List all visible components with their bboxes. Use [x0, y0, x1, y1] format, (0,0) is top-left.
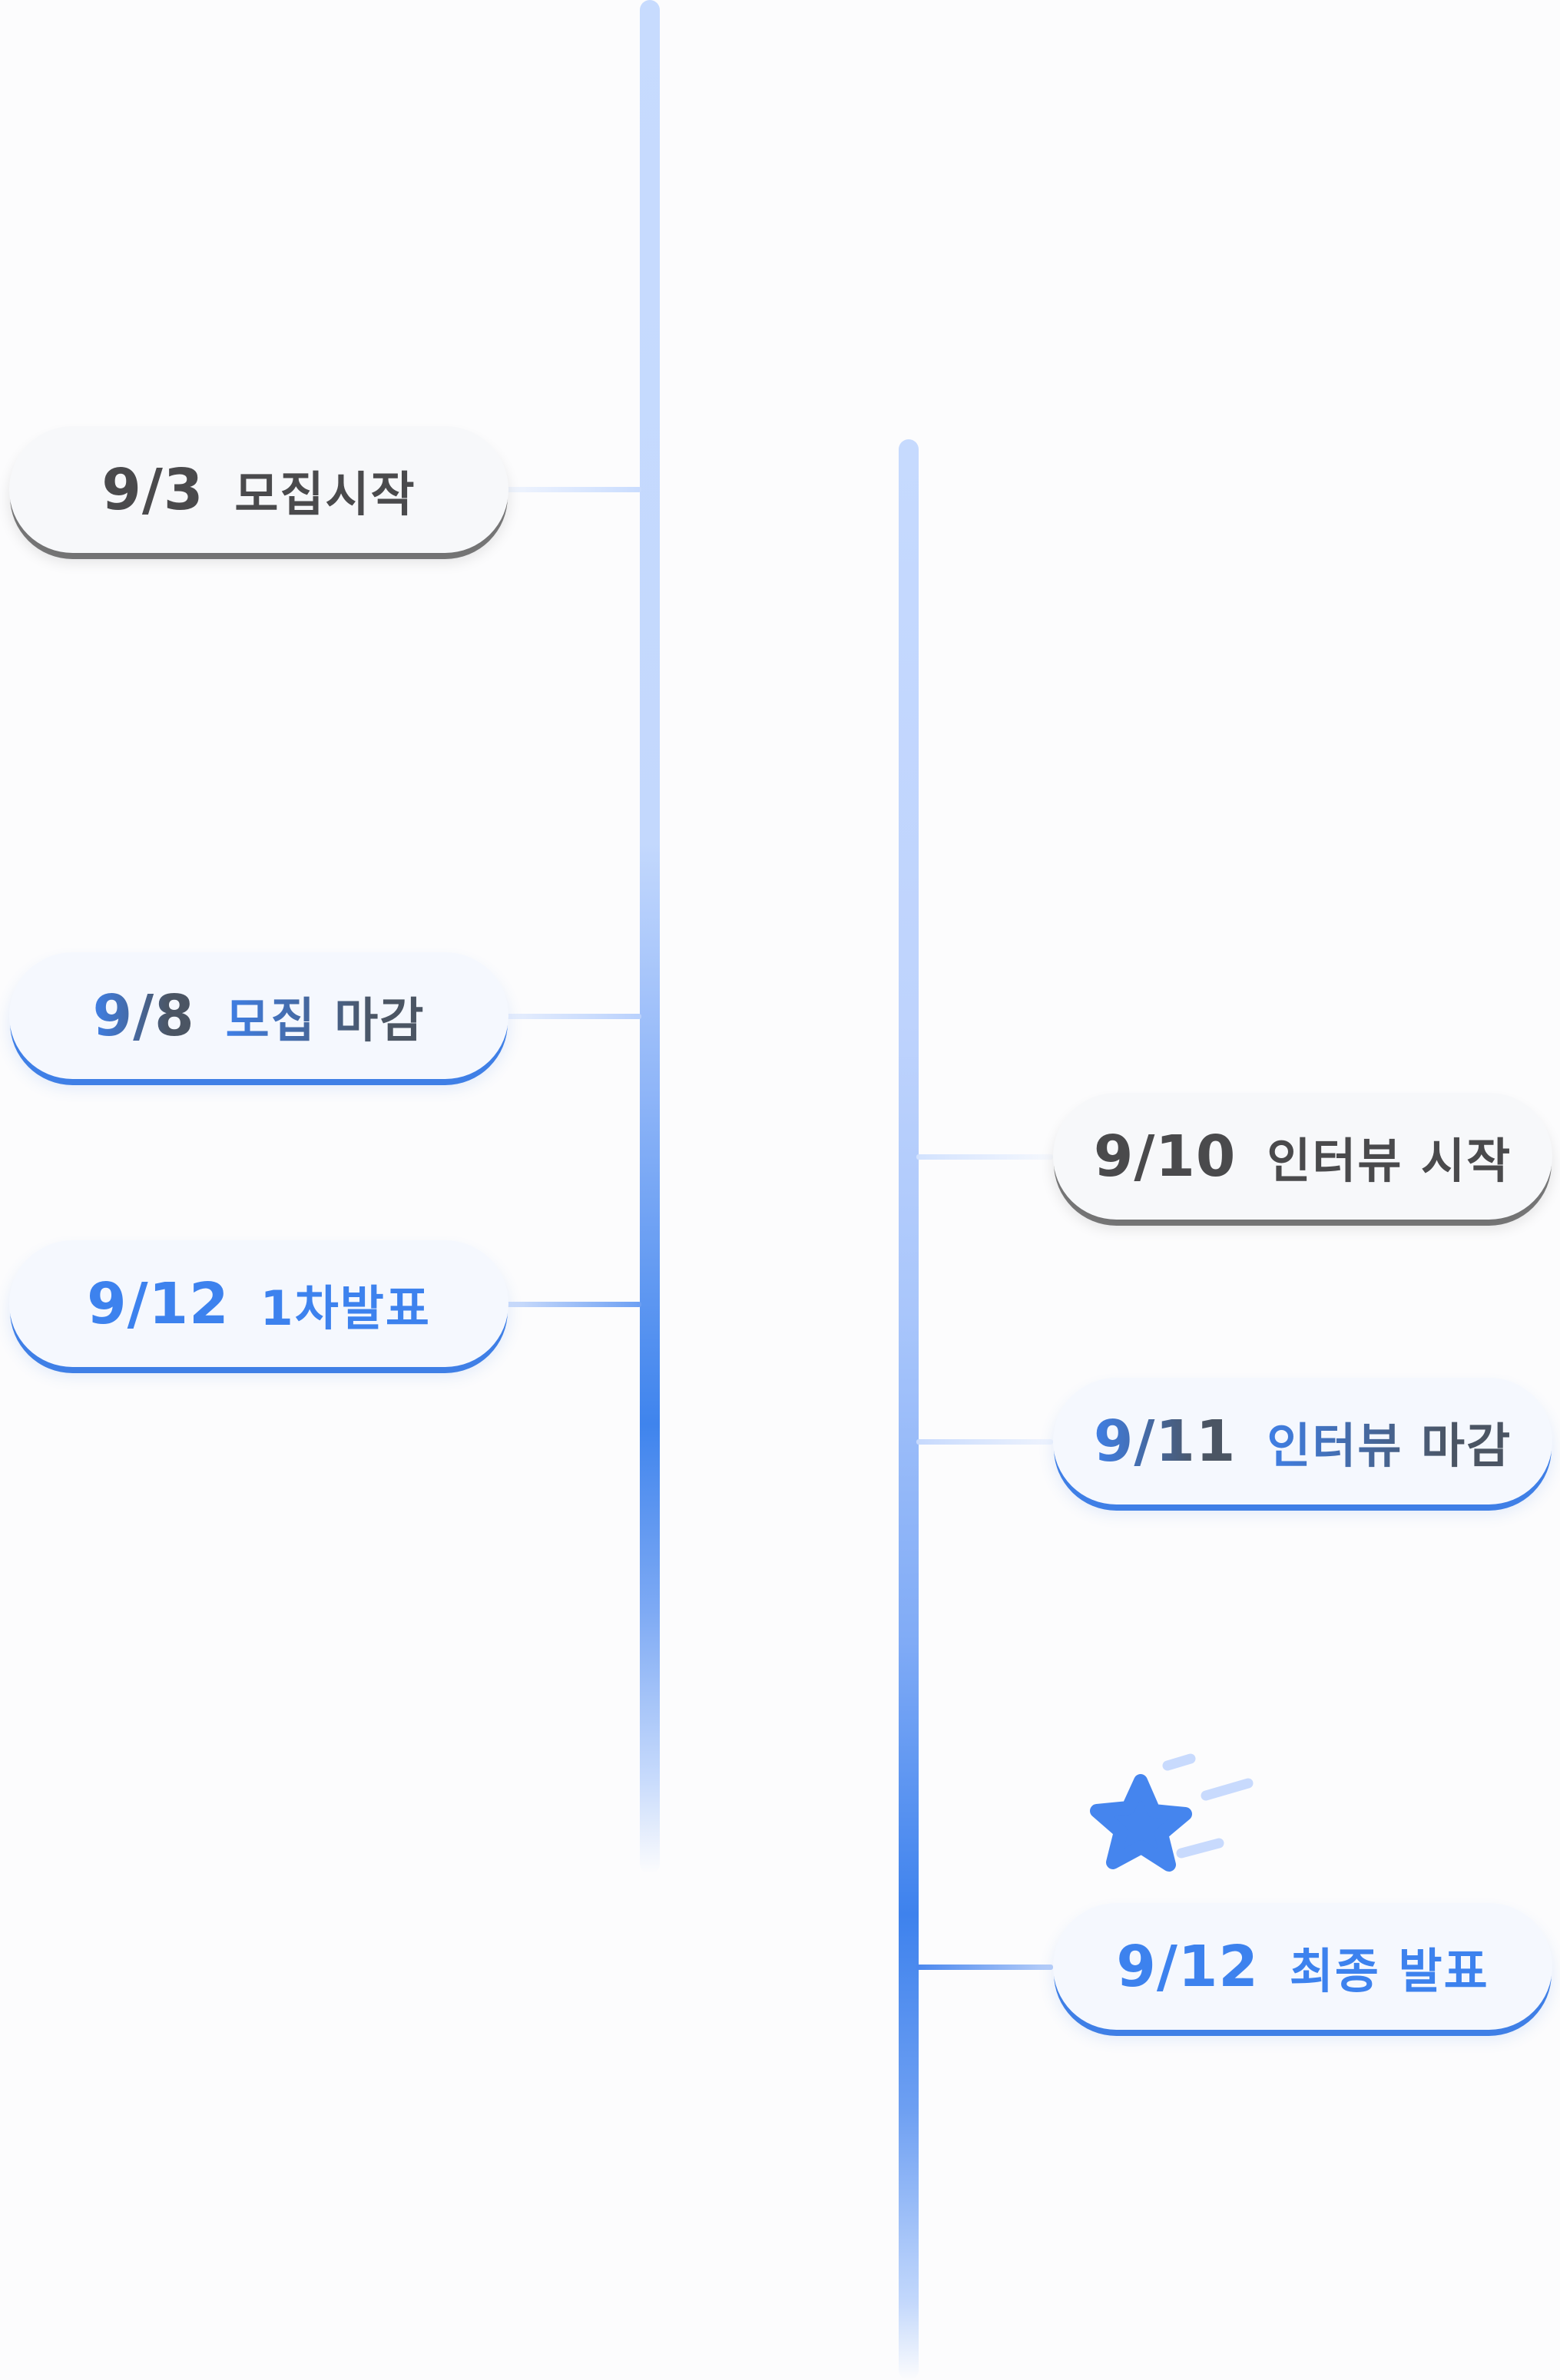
- milestone-date: 9/3: [101, 456, 204, 523]
- milestone-label: 인터뷰 마감: [1267, 1407, 1512, 1476]
- milestone-label: 모집 마감: [226, 981, 426, 1051]
- connector-line: [916, 1154, 1053, 1160]
- connector-line: [916, 1965, 1053, 1970]
- milestone-label: 1차발표: [260, 1279, 431, 1336]
- milestone-interview-start: 9/10 인터뷰 시작: [1053, 1093, 1552, 1220]
- milestone-label: 모집시작: [234, 465, 416, 522]
- milestone-date: 9/10: [1093, 1123, 1237, 1190]
- connector-line: [916, 1439, 1053, 1445]
- connector-line: [503, 487, 641, 492]
- milestone-recruit-end: 9/8 모집 마감: [9, 952, 508, 1079]
- connector-line: [503, 1014, 641, 1019]
- milestone-final-announcement: 9/12 최종 발표: [1053, 1903, 1552, 2030]
- milestone-recruit-start: 9/3 모집시작: [9, 426, 508, 553]
- milestone-interview-end: 9/11 인터뷰 마감: [1053, 1378, 1552, 1504]
- milestone-date: 9/12: [87, 1270, 230, 1337]
- milestone-label: 최종 발표: [1289, 1942, 1489, 1999]
- star-icon: [1090, 1753, 1254, 1872]
- connector-line: [503, 1302, 641, 1307]
- milestone-date: 9/12: [1116, 1933, 1259, 2000]
- timeline-right-track: [899, 439, 919, 2380]
- milestone-first-announcement: 9/12 1차발표: [9, 1240, 508, 1367]
- milestone-date: 9/8: [92, 982, 195, 1049]
- milestone-date: 9/11: [1093, 1408, 1237, 1475]
- timeline-left-track: [640, 0, 660, 1874]
- milestone-label: 인터뷰 시작: [1267, 1132, 1512, 1189]
